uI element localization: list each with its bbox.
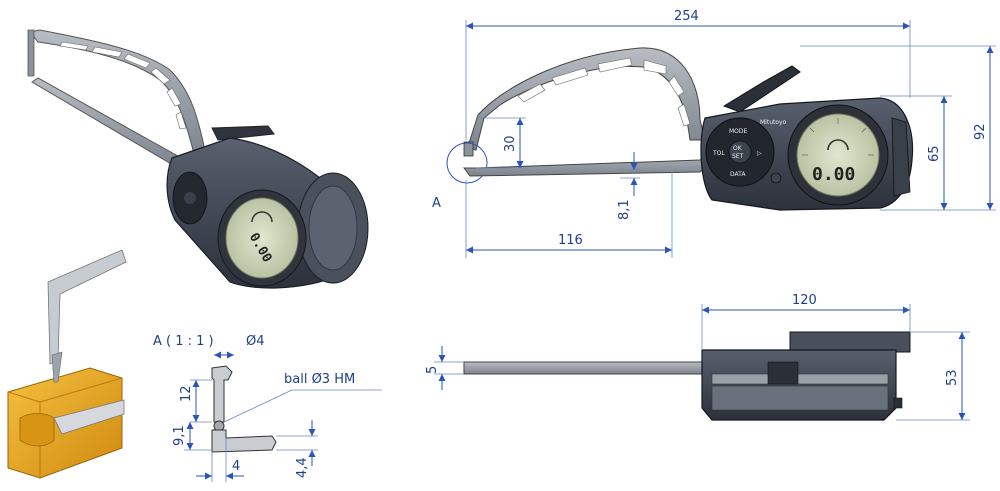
dim-5: 5 [425,366,440,374]
front-side-ring [891,117,911,197]
detail-diameter: Ø4 [246,334,265,349]
side-arm [463,361,715,375]
detail-dim-4-4: 4,4 [295,457,310,478]
detail-a-label: A [432,196,441,211]
dim-65: 65 [927,145,942,162]
detail-dim-9-1: 9,1 [172,425,187,446]
ok-label: OK [733,145,743,152]
isometric-caliper-view: 0.00 [27,29,369,289]
workpiece-groove [19,413,55,447]
detail-dim-12: 12 [179,385,194,402]
dim-8-1: 8,1 [617,199,632,220]
iso-upper-tip [27,29,35,77]
workpiece-illustration [7,249,127,479]
data-button[interactable]: DATA [730,171,746,178]
side-button [893,397,903,409]
workpiece-upper-probe [47,249,127,365]
detail-ball-note: ball Ø3 HM [284,372,355,387]
detail-a-marker [446,142,488,184]
detail-a-view: A ( 1 : 1 ) Ø4 ball Ø3 HM 12 9,1 4,4 4 [153,334,382,482]
ok-set-button[interactable] [728,140,752,164]
dim-254: 254 [674,9,699,24]
front-view: A OK SET MODE TOL DATA ▷ Mitutoyo 0.00 [432,9,996,258]
dim-92: 92 [973,123,988,140]
front-lower-arm [463,148,713,177]
detail-dim-4: 4 [232,459,240,474]
detail-lower-jaw [211,429,277,453]
set-label: SET [732,153,744,160]
dim-116: 116 [558,233,583,248]
front-lcd-reading: 0.00 [812,164,855,185]
iso-lcd [225,197,299,279]
iso-lever [211,125,275,141]
front-lcd [796,113,880,197]
iso-lower-arm [31,77,186,169]
brand-label: Mitutoyo [760,119,787,126]
dim-30: 30 [503,135,518,152]
side-view: 120 5 53 [425,293,970,421]
dim-120: 120 [792,293,817,308]
right-arrow-icon[interactable]: ▷ [757,150,762,157]
side-body-top [789,331,911,353]
workpiece-lower-probe [53,399,125,435]
front-upper-arm [465,47,706,151]
front-upper-tip [463,141,474,157]
power-button[interactable] [770,172,782,184]
tol-button[interactable]: TOL [712,150,725,157]
detail-upper-tip [211,365,233,423]
dim-53: 53 [945,369,960,386]
mode-button[interactable]: MODE [729,128,748,135]
detail-title: A ( 1 : 1 ) [153,334,214,349]
